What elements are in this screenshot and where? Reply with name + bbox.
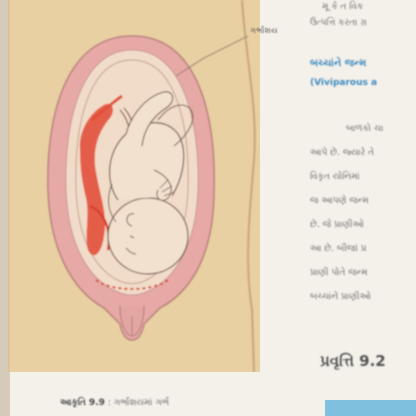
uterus-callout-label: ગર્ભાશય: [250, 26, 278, 35]
uterus-fetus-illustration: [8, 0, 256, 372]
section-heading-gujarati: બચ્ચાંને જન્મ: [310, 58, 367, 69]
paragraph-line: છે. જે પ્રાણીઓ: [310, 220, 364, 230]
figure-caption-text: : ગર્ભાશયમાં ગર્ભ: [104, 398, 170, 408]
paragraph-line: આ છે. બીજાં પ્ર: [310, 244, 367, 254]
section-heading-english: (Viviparous a: [310, 78, 378, 88]
figure-number: આકૃતિ 9.9: [60, 398, 105, 408]
text-line: મૂ કે ત વિક: [322, 2, 364, 12]
right-text-column: મૂ કે ત વિક ઉત્પત્તિ કરતા ગ્ર બચ્ચાંને જ…: [300, 0, 416, 416]
text-line: ઉત્પત્તિ કરતા ગ્ર: [310, 18, 367, 28]
paragraph-line: પ્રાણી પોતે જન્મ: [310, 268, 368, 278]
paragraph-line: બચ્ચાંને પ્રાણીઓ: [310, 292, 371, 302]
activity-box-header: [325, 400, 416, 416]
paragraph-line: આપે છે. જ્યારે તે: [310, 148, 375, 158]
paragraph-line: બાળકો ચા: [346, 124, 384, 134]
paragraph-line: વિકૃત યોનિમાં: [310, 172, 360, 182]
activity-heading: પ્રવૃત્તિ 9.2: [320, 352, 386, 370]
paragraph-line: જ આપણે જન્મ: [310, 196, 369, 206]
figure-caption: આકૃતિ 9.9 : ગર્ભાશયમાં ગર્ભ: [60, 398, 169, 408]
page-edge-shadow: [0, 0, 10, 416]
uterus-illustration-panel: [8, 0, 260, 372]
